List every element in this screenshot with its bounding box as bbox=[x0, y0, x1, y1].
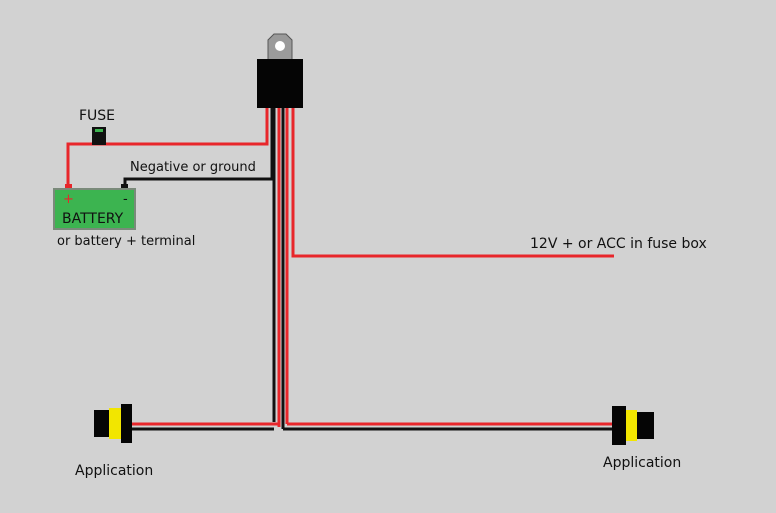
battery-body bbox=[53, 188, 136, 230]
right-plug-seal bbox=[626, 410, 637, 441]
acc-label: 12V + or ACC in fuse box bbox=[530, 236, 707, 252]
left-plug-body bbox=[121, 404, 132, 443]
right-plug-cap bbox=[637, 412, 654, 439]
application-left-plug bbox=[94, 404, 132, 443]
fuse-wire bbox=[66, 108, 269, 188]
application-right-plug bbox=[612, 406, 654, 445]
application-right-label: Application bbox=[603, 455, 681, 471]
relay-body bbox=[257, 59, 303, 108]
battery-minus-label: - bbox=[123, 192, 128, 207]
left-plug-cap bbox=[94, 410, 110, 437]
application-left-label: Application bbox=[75, 463, 153, 479]
left-plug-seal bbox=[109, 408, 121, 439]
battery-terminal-label: or battery + terminal bbox=[57, 234, 195, 249]
battery-plus-label: + bbox=[63, 192, 74, 207]
battery-positive-post bbox=[65, 184, 72, 191]
fuse bbox=[92, 127, 106, 145]
right-plug-body bbox=[612, 406, 626, 445]
relay bbox=[257, 33, 303, 108]
battery-negative-post bbox=[121, 184, 128, 191]
fuse-indicator bbox=[95, 129, 103, 132]
ground-wire bbox=[123, 108, 274, 190]
acc-wire bbox=[291, 108, 614, 258]
negative-ground-label: Negative or ground bbox=[130, 160, 256, 175]
battery bbox=[53, 184, 136, 230]
fuse-label: FUSE bbox=[79, 108, 115, 124]
relay-tab-hole bbox=[275, 41, 285, 51]
battery-label: BATTERY bbox=[62, 211, 124, 227]
